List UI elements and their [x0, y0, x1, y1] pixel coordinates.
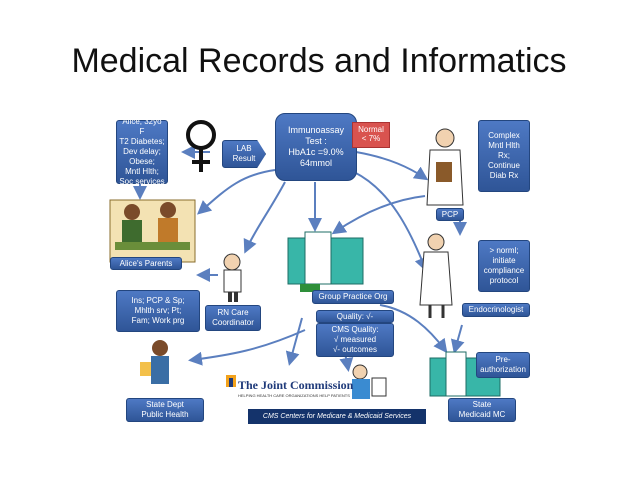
insurance-services-box: Ins; PCP & Sp; Mhlth srv; Pt; Fam; Work …	[116, 290, 200, 332]
rn-line: Coordinator	[212, 318, 254, 327]
state-dept-line: Public Health	[141, 410, 189, 419]
cms-quality-box: CMS Quality: √ measured √- outcomes	[316, 323, 394, 357]
preauthorization-box: Pre- authorization	[476, 352, 530, 378]
alice-line: Obese;	[129, 157, 155, 166]
public-health-worker-icon	[140, 340, 169, 384]
complex-line: Mntl Hlth	[488, 141, 520, 150]
rn-line: RN Care	[217, 308, 249, 317]
state-medicaid-line: State	[472, 400, 492, 409]
lab-line: LAB	[236, 144, 252, 153]
arrow-test-to-endo	[353, 171, 428, 272]
cms-quality-line: CMS Quality:	[331, 325, 379, 334]
clinician-clipboard-icon	[352, 364, 387, 399]
doctor-endocrinologist-clipart-icon	[419, 233, 453, 318]
cms-banner: CMS Centers for Medicare & Medicaid Serv…	[248, 409, 426, 424]
arrow-pcp-to-group	[331, 195, 426, 235]
arrow-group-to-tjc	[285, 317, 303, 366]
complex-line: Complex	[488, 131, 520, 140]
joint-commission-logo-icon	[226, 375, 236, 387]
alice-line: Dev delay;	[123, 147, 161, 156]
parents-clipart-icon	[109, 199, 196, 263]
arrow-group-to-state	[188, 329, 306, 366]
test-line: 64mmol	[299, 158, 332, 168]
test-line: Test :	[305, 136, 327, 146]
female-symbol-icon	[186, 120, 216, 172]
complex-line: Diab Rx	[489, 171, 519, 180]
alice-line: Alice, 32yo F	[122, 117, 162, 136]
complex-rx-box: Complex Mntl Hlth Rx; Continue Diab Rx	[478, 120, 530, 192]
alice-line: Soc services	[119, 177, 165, 186]
alice-profile-box: Alice, 32yo F T2 Diabetes; Dev delay; Ob…	[116, 117, 168, 186]
alice-line: T2 Diabetes;	[119, 137, 165, 146]
state-dept-line: State Dept	[146, 400, 184, 409]
preauth-line: authorization	[480, 365, 526, 374]
arrow-test-to-parents	[196, 169, 276, 215]
doctor-pcp-clipart-icon	[426, 128, 464, 206]
state-medicaid-line: Medicaid MC	[458, 410, 506, 419]
complex-line: Continue	[487, 161, 521, 170]
nurse-clipart-icon	[223, 253, 242, 302]
pcp-label: PCP	[436, 208, 464, 221]
arrow-endo-to-medicaid	[450, 324, 465, 354]
normal-line: Normal	[358, 125, 384, 134]
arrow-test-to-pcp	[355, 151, 429, 181]
cms-quality-line: √- outcomes	[333, 345, 377, 354]
lab-line: Result	[232, 154, 256, 163]
arrow-group-to-preauth	[379, 304, 448, 354]
quality-label: Quality: √-	[316, 310, 394, 323]
alice-line: Mntl Hlth;	[125, 167, 159, 176]
group-practice-label: Group Practice Org	[312, 290, 394, 304]
state-dept-public-health-label: State Dept Public Health	[126, 398, 204, 422]
test-line: Immunoassay	[287, 125, 345, 135]
normal-line: < 7%	[361, 134, 381, 143]
ins-line: Fam; Work prg	[131, 316, 185, 325]
rn-care-coordinator-label: RN Care Coordinator	[205, 305, 261, 331]
cms-quality-line: √ measured	[333, 335, 377, 344]
endo-note-line: compliance	[483, 266, 525, 275]
immunoassay-test-box: Immunoassay Test : HbA1c =9.0% 64mmol	[275, 113, 357, 181]
joint-commission-tagline: HELPING HEALTH CARE ORGANIZATIONS HELP P…	[238, 393, 350, 398]
hospital-building-icon	[287, 231, 364, 292]
test-line: HbA1c =9.0%	[288, 147, 344, 157]
arrow-test-to-rn	[243, 181, 286, 254]
endo-note-line: initiate	[492, 256, 516, 265]
normal-range-box: Normal < 7%	[352, 122, 390, 148]
complex-line: Rx;	[498, 151, 510, 160]
slide-title: Medical Records and Informatics	[71, 42, 567, 80]
alices-parents-label: Alice's Parents	[110, 257, 182, 270]
ins-line: Ins; PCP & Sp;	[131, 296, 185, 305]
preauth-line: Pre-	[495, 355, 511, 364]
ins-line: Mhlth srv; Pt;	[134, 306, 182, 315]
joint-commission-name: The Joint Commission	[238, 378, 354, 392]
lab-result-arrow-box: LAB Result	[222, 140, 266, 168]
endocrinologist-label: Endocrinologist	[462, 303, 530, 317]
endo-note-line: protocol	[489, 276, 519, 285]
endocrinologist-note-box: > norml; initiate compliance protocol	[478, 240, 530, 292]
state-medicaid-label: State Medicaid MC	[448, 398, 516, 422]
endo-note-line: > norml;	[489, 246, 519, 255]
